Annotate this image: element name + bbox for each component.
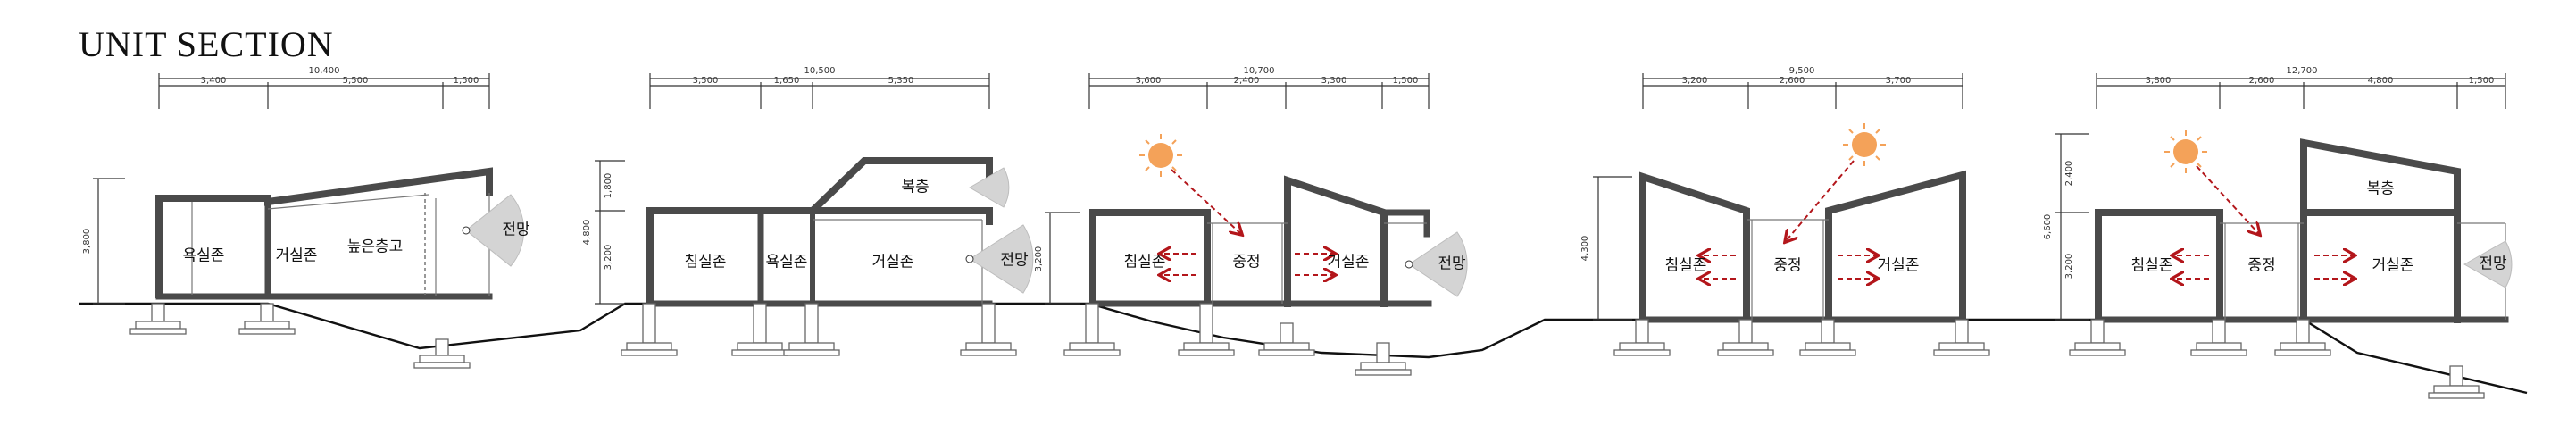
- unit-1-seg-1: 3,400: [201, 76, 227, 86]
- unit-5-seg-2: 2,600: [2249, 76, 2275, 86]
- unit-3-view-label: 전망: [1438, 255, 1466, 273]
- unit-1-room-bath: 욕실존: [183, 247, 225, 265]
- page-title: UNIT SECTION: [79, 24, 334, 64]
- unit-3-room-courtyard: 중정: [1232, 254, 1260, 271]
- unit-3-seg-1: 3,600: [1136, 76, 1162, 86]
- unit-1-seg-2: 5,500: [343, 76, 369, 86]
- unit-4-seg-3: 3,700: [1886, 76, 1912, 86]
- unit-2-total-dim: 10,500: [804, 66, 836, 76]
- unit-1-room-living: 거실존: [276, 247, 318, 265]
- unit-3-height-dim: 3,200: [1034, 246, 1044, 272]
- unit-1-height-dim: 3,800: [82, 229, 92, 255]
- unit-4-total-dim: 9,500: [1789, 66, 1815, 76]
- unit-2-height-loft: 1,800: [604, 173, 613, 199]
- unit-4-seg-2: 2,600: [1780, 76, 1805, 86]
- unit-4-sun-icon: [1843, 123, 1886, 166]
- unit-3-room-bedroom: 침실존: [1124, 254, 1166, 271]
- unit-3-room-living: 거실존: [1328, 254, 1370, 271]
- unit-5-seg-4: 1,500: [2469, 76, 2495, 86]
- unit-4-height-dim: 4,300: [1580, 236, 1590, 262]
- unit-5-room-bedroom: 침실존: [2131, 257, 2173, 275]
- unit-5-seg-1: 3,800: [2146, 76, 2172, 86]
- unit-5-room-loft: 복층: [2366, 180, 2394, 198]
- unit-1-room-high-ceiling: 높은층고: [347, 238, 404, 256]
- unit-3-section: 10,700 3,600 2,400 3,300 1,500 3,200: [1034, 66, 1468, 376]
- unit-5-view-label: 전망: [2479, 255, 2507, 273]
- unit-2-section: 10,500 3,500 1,650 5,350 4,800 1,800 3,2…: [582, 66, 1034, 356]
- unit-4-room-courtyard: 중정: [1773, 257, 1801, 275]
- unit-4-seg-1: 3,200: [1682, 76, 1708, 86]
- unit-3-sun-icon: [1139, 134, 1182, 177]
- unit-3-seg-3: 3,300: [1321, 76, 1347, 86]
- unit-4-section: 9,500 3,200 2,600 3,700 4,300: [1580, 66, 1990, 356]
- unit-5-section: 12,700 3,800 2,600 4,800 1,500 6,600 2,4…: [2043, 66, 2513, 399]
- unit-2-room-loft: 복층: [901, 179, 929, 196]
- unit-5-height-total: 6,600: [2043, 214, 2053, 240]
- unit-2-room-living: 거실존: [872, 254, 914, 271]
- unit-3-seg-2: 2,400: [1234, 76, 1260, 86]
- unit-5-sun-icon: [2164, 130, 2207, 173]
- unit-2-view-label: 전망: [1000, 252, 1029, 270]
- unit-5-height-main: 3,200: [2064, 254, 2074, 280]
- unit-2-room-bedroom: 침실존: [685, 254, 727, 271]
- unit-2-height-total: 4,800: [582, 220, 592, 246]
- unit-3-seg-4: 1,500: [1393, 76, 1419, 86]
- unit-1-view-label: 전망: [502, 221, 530, 239]
- unit-2-seg-2: 1,650: [774, 76, 800, 86]
- unit-1-section: 10,400 3,400 5,500 1,500 3,800 욕실존 거실존 높…: [82, 66, 530, 369]
- unit-4-room-bedroom: 침실존: [1665, 257, 1707, 275]
- unit-2-room-bath: 욕실존: [766, 254, 808, 271]
- unit-5-total-dim: 12,700: [2287, 66, 2318, 76]
- unit-2-height-main: 3,200: [604, 245, 613, 271]
- unit-5-room-living: 거실존: [2372, 257, 2414, 275]
- unit-3-total-dim: 10,700: [1244, 66, 1275, 76]
- unit-4-room-living: 거실존: [1878, 257, 1920, 275]
- unit-1-seg-3: 1,500: [454, 76, 479, 86]
- unit-2-seg-3: 5,350: [888, 76, 914, 86]
- unit-2-seg-1: 3,500: [693, 76, 719, 86]
- unit-5-room-courtyard: 중정: [2247, 257, 2275, 275]
- unit-1-total-dim: 10,400: [309, 66, 340, 76]
- unit-5-seg-3: 4,800: [2368, 76, 2394, 86]
- unit-5-height-loft: 2,400: [2064, 161, 2074, 187]
